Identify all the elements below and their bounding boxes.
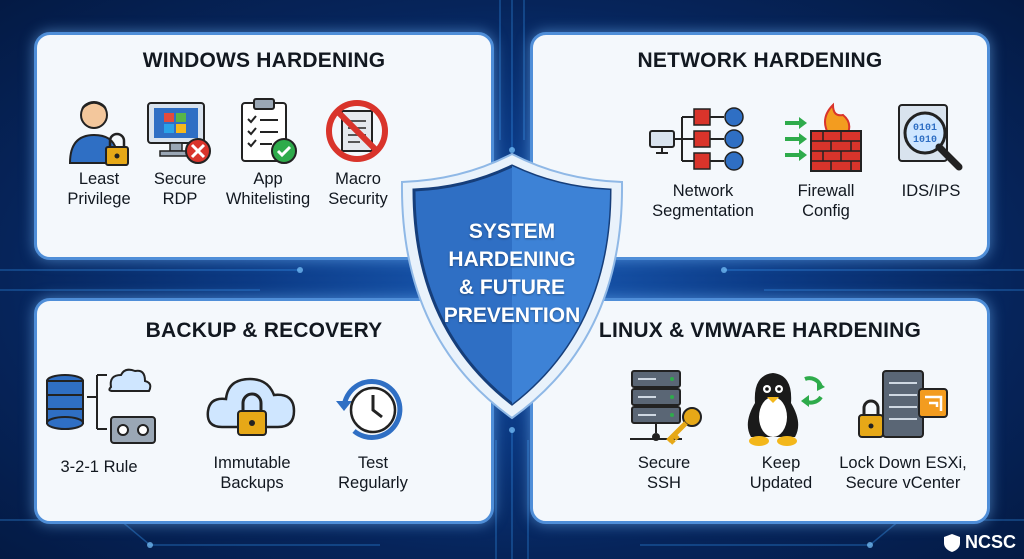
magnifier-binary-icon: 0101 1010 — [898, 104, 963, 171]
least-privilege-label-2: Privilege — [67, 190, 131, 208]
windows-hardening-title: WINDOWS HARDENING — [142, 49, 386, 72]
server-key-icon — [630, 370, 702, 445]
blocked-document-icon — [326, 100, 388, 162]
secure-ssh-label-1: Secure — [637, 454, 691, 472]
keep-updated-label-1: Keep — [761, 454, 801, 472]
network-segmentation-label-1: Network — [672, 182, 734, 200]
secure-rdp-label-1: Secure — [153, 170, 207, 188]
svg-text:1010: 1010 — [913, 135, 937, 146]
server-lock-icon — [858, 370, 948, 438]
least-privilege-label-1: Least — [78, 170, 120, 188]
linux-vmware-title: LINUX & VMWARE HARDENING — [598, 319, 922, 342]
keep-updated-label-2: Updated — [749, 474, 813, 492]
backup-storage-icon — [46, 368, 156, 444]
three-two-one-label-1: 3-2-1 Rule — [60, 458, 138, 476]
brand-name: NCSC — [964, 532, 1016, 552]
shield-logo-icon — [943, 533, 960, 552]
monitor-x-icon — [147, 102, 211, 164]
test-regularly-label-1: Test — [357, 454, 389, 472]
network-hardening-title: NETWORK HARDENING — [637, 49, 883, 72]
backup-recovery-title: BACKUP & RECOVERY — [145, 319, 383, 342]
center-line-3: & FUTURE — [458, 276, 566, 299]
penguin-update-icon — [747, 373, 825, 446]
immutable-backups-label-2: Backups — [220, 474, 284, 492]
central-shield — [400, 152, 624, 420]
center-line-4: PREVENTION — [443, 304, 581, 327]
lock-down-esxi-item: Lock Down ESXi, Secure vCenter — [823, 367, 983, 493]
lock-down-esxi-label-1: Lock Down ESXi, — [839, 454, 967, 472]
network-segmentation-label-2: Segmentation — [652, 202, 754, 220]
immutable-backups-label-1: Immutable — [213, 454, 291, 472]
clock-refresh-icon — [336, 379, 403, 440]
svg-text:0101: 0101 — [913, 123, 937, 134]
secure-ssh-label-2: SSH — [647, 474, 681, 492]
firewall-config-label-2: Config — [802, 202, 850, 220]
user-lock-icon — [68, 101, 129, 166]
network-segmentation-icon — [649, 107, 744, 171]
center-line-1: SYSTEM — [468, 220, 556, 243]
app-whitelisting-label-2: Whitelisting — [225, 190, 311, 208]
test-regularly-label-2: Regularly — [338, 474, 408, 492]
ncsc-logo: NCSC — [943, 532, 1016, 553]
ids-ips-label-1: IDS/IPS — [901, 182, 961, 200]
firewall-icon — [785, 102, 862, 172]
firewall-config-label-1: Firewall — [797, 182, 855, 200]
macro-security-label-2: Security — [328, 190, 388, 208]
center-line-2: HARDENING — [448, 248, 576, 271]
ids-ips-item: 0101 1010 IDS/IPS — [866, 101, 996, 201]
center-title: SYSTEM HARDENING & FUTURE PREVENTION — [442, 218, 582, 330]
secure-rdp-label-2: RDP — [162, 190, 198, 208]
three-two-one-item: 3-2-1 Rule — [34, 367, 164, 477]
lock-down-esxi-label-2: Secure vCenter — [845, 474, 961, 492]
macro-security-label-1: Macro — [335, 170, 381, 188]
cloud-lock-icon — [206, 377, 296, 436]
app-whitelisting-label-1: App — [253, 170, 283, 188]
clipboard-check-icon — [241, 98, 297, 164]
